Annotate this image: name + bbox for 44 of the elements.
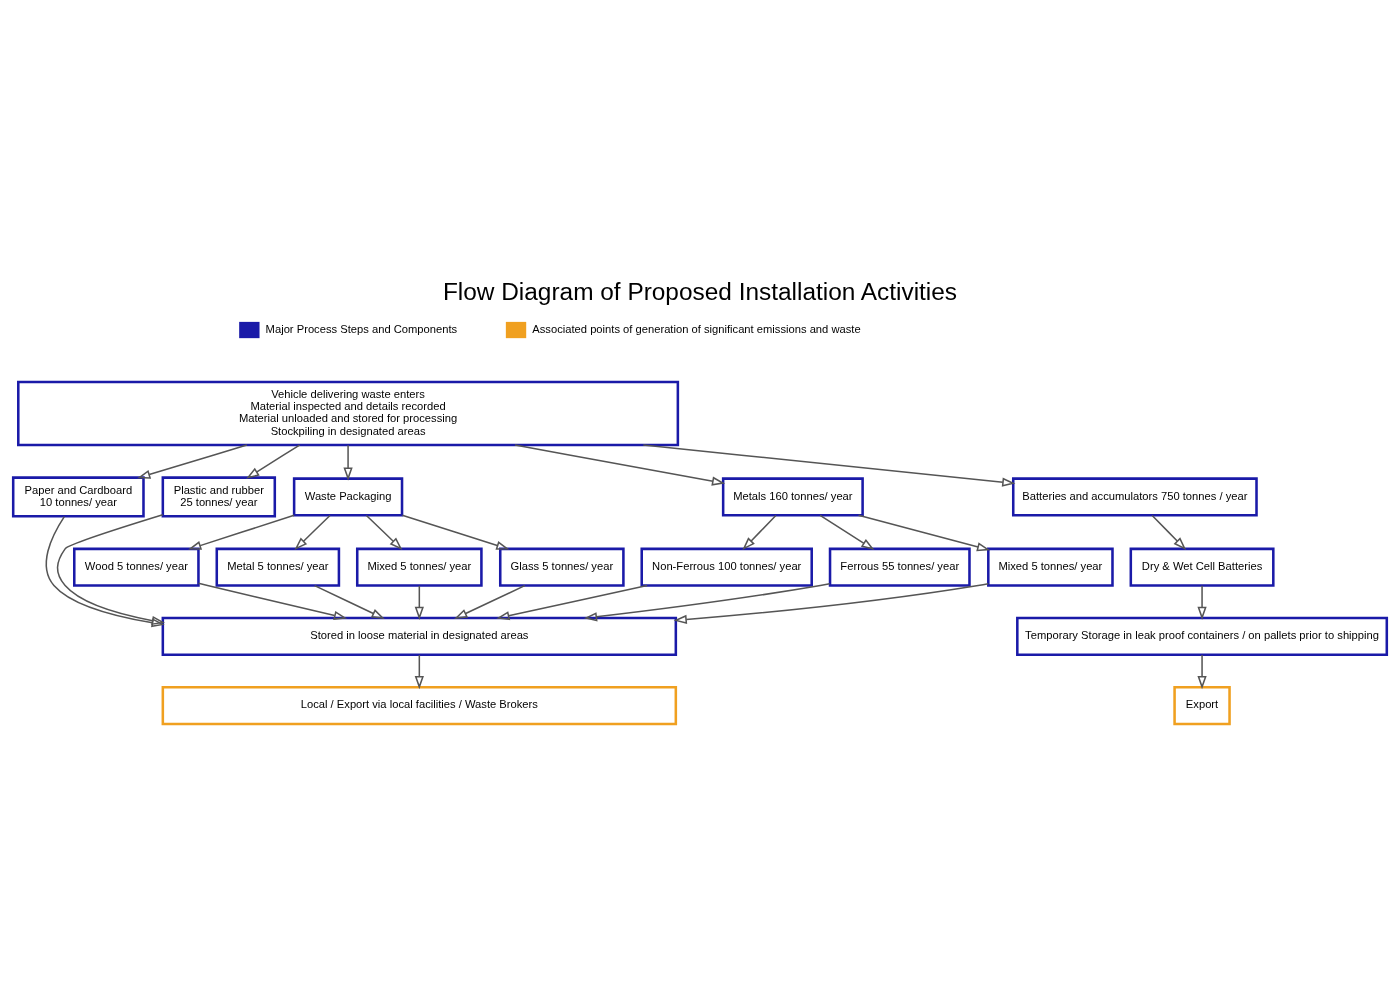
arrow [454, 584, 526, 619]
arrow [1151, 514, 1187, 551]
arrow [401, 514, 510, 550]
node-box: Waste Packaging [292, 477, 404, 517]
legend-label: Major Process Steps and Components [265, 322, 458, 335]
node-box: Export [1173, 686, 1231, 726]
arrow [496, 584, 648, 621]
arrow [742, 514, 777, 551]
node-box: Dry & Wet Cell Batteries [1129, 547, 1275, 587]
arrow [137, 444, 248, 479]
diagram-title: Flow Diagram of Proposed Installation Activities [442, 277, 958, 305]
arrow [642, 444, 1016, 487]
node-box: Paper and Cardboard 10 tonnes/ year [11, 476, 145, 518]
node-box: Local / Export via local facilities / Waste Brokers [161, 686, 678, 726]
arrow [188, 514, 295, 550]
arrow [343, 444, 353, 481]
arrow [414, 585, 424, 620]
arrow [1197, 654, 1207, 690]
node-box: Ferrous 55 tonnes/ year [828, 547, 971, 587]
node-box: Vehicle delivering waste enters Material inspected and details recorded Material unloaded and stored for processing Stockpiling in designated areas [17, 380, 680, 447]
arrow [1197, 585, 1207, 620]
arrow [819, 514, 875, 551]
arrow [313, 584, 385, 619]
arrow [365, 514, 403, 551]
node-box: Glass 5 tonnes/ year [499, 547, 625, 587]
node-box: Temporary Storage in leak proof containers / on pallets prior to shipping [1016, 616, 1389, 656]
node-box: Stored in loose material in designated areas [161, 616, 678, 656]
arrow [246, 444, 301, 479]
arrow [857, 514, 991, 552]
arrow [294, 514, 331, 551]
node-box: Metals 160 tonnes/ year [721, 477, 864, 517]
arrow [514, 444, 726, 486]
arrow [414, 654, 424, 690]
node-box: Plastic and rubber 25 tonnes/ year [161, 476, 277, 518]
node-box: Mixed 5 tonnes/ year [987, 547, 1114, 587]
legend-label: Associated points of generation of significant emissions and waste [532, 322, 861, 335]
node-box: Metal 5 tonnes/ year [215, 547, 341, 587]
node-box: Mixed 5 tonnes/ year [355, 547, 483, 587]
node-box: Wood 5 tonnes/ year [73, 547, 200, 587]
node-box: Non-Ferrous 100 tonnes/ year [640, 547, 813, 587]
node-box: Batteries and accumulators 750 tonnes / year [1012, 477, 1258, 517]
arrow [197, 582, 348, 620]
arrow [673, 582, 989, 625]
arrow [583, 583, 831, 622]
